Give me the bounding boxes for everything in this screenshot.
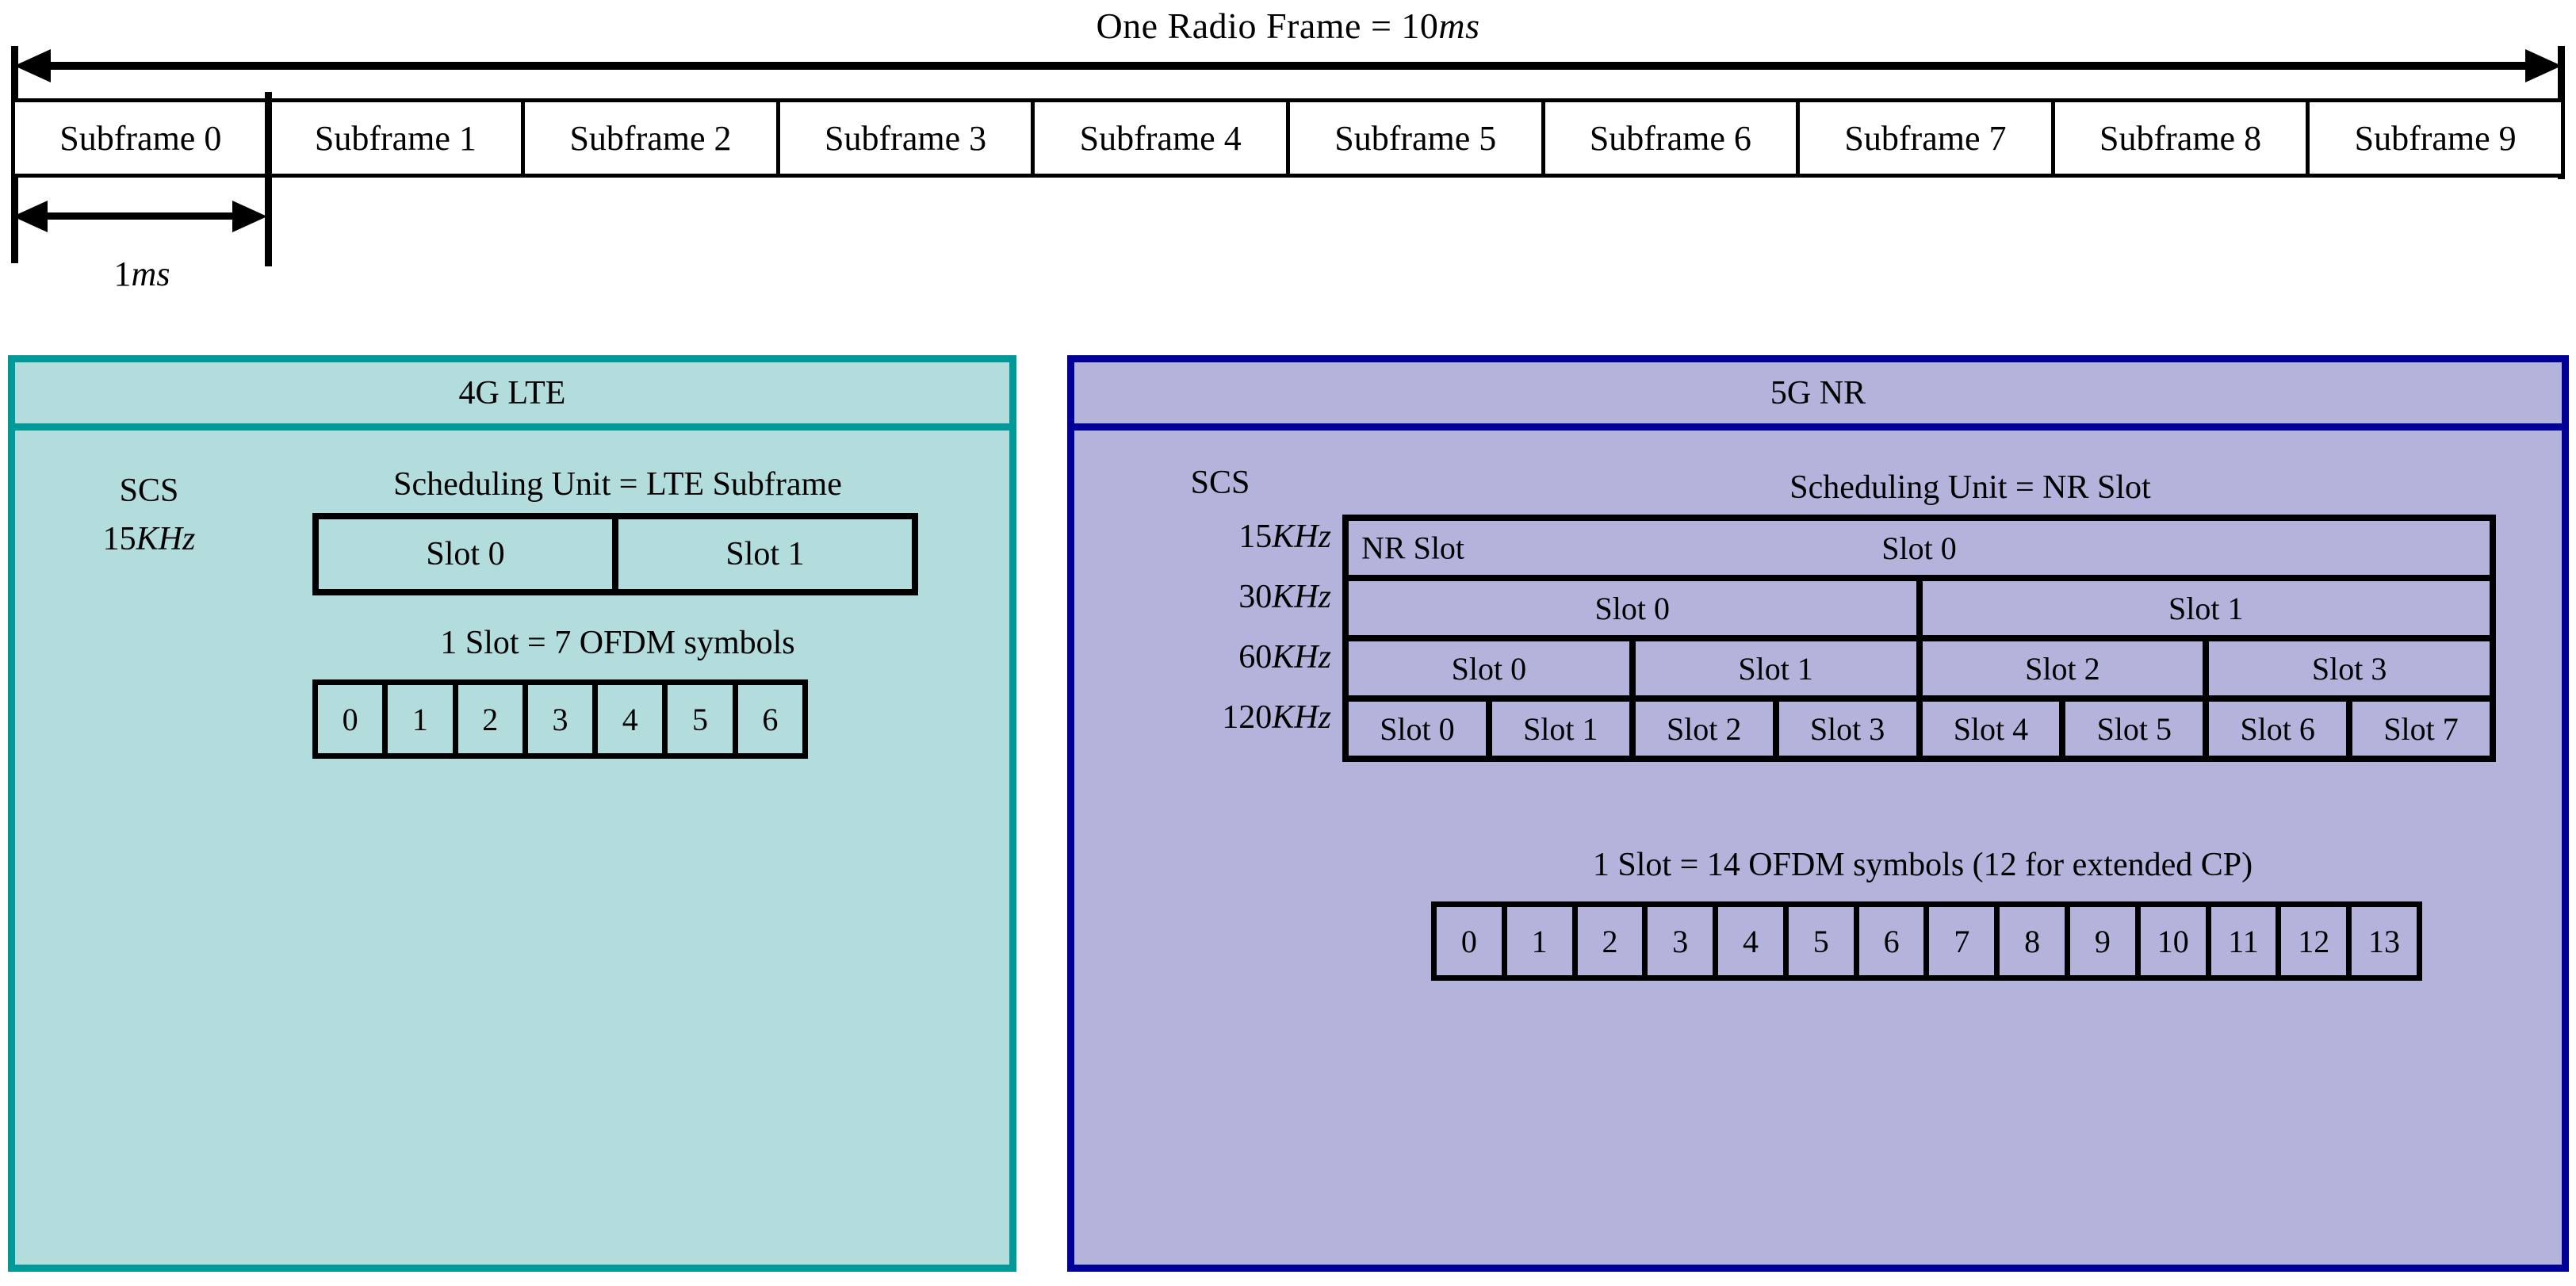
nr-slot-cell[interactable]: Slot 7 [2346, 695, 2496, 762]
nr-slot-cell[interactable]: Slot 1 [1485, 695, 1636, 762]
subframe-duration-arrow-line [24, 212, 258, 220]
subframe-duration-unit: ms [131, 255, 170, 293]
nr-grid-row-120khz: Slot 0 Slot 1 Slot 2 Slot 3 Slot 4 Slot … [1342, 695, 2496, 762]
subframe-boundary-tick [265, 92, 272, 266]
nr-symbol-cell[interactable]: 3 [1642, 901, 1719, 981]
radio-frame-title: One Radio Frame = 10ms [0, 5, 2576, 47]
nr-scs-label-120khz: 120KHz [1090, 698, 1331, 737]
subframe-cell[interactable]: Subframe 6 [1541, 98, 1801, 178]
nr-symbol-cell[interactable]: 8 [1994, 901, 2071, 981]
nr-symbol-cell[interactable]: 0 [1431, 901, 1507, 981]
nr-scs-unit: KHz [1272, 699, 1331, 736]
nr-scs-label-15khz: 15KHz [1090, 518, 1331, 556]
subframe-cell[interactable]: Subframe 5 [1285, 98, 1545, 178]
radio-frame-arrow-head-left-icon [14, 49, 51, 82]
nr-scs-value: 60 [1238, 639, 1273, 676]
nr-grid-row-15khz: NR Slot Slot 0 [1342, 515, 2496, 581]
nr-panel: 5G NR SCS 15KHz 30KHz 60KHz 120KHz Sched… [1067, 355, 2569, 1272]
nr-slot-cell[interactable]: Slot 1 [1916, 575, 2496, 641]
subframe-row: Subframe 0 Subframe 1 Subframe 2 Subfram… [11, 98, 2565, 178]
subframe-cell[interactable]: Subframe 0 [11, 98, 270, 178]
lte-scs-label: SCS 15KHz [50, 467, 248, 564]
nr-symbol-cell[interactable]: 6 [1853, 901, 1930, 981]
nr-slot-cell[interactable]: Slot 1 [1629, 635, 1923, 702]
lte-slot-cell[interactable]: Slot 0 [312, 513, 618, 595]
nr-grid-row-30khz: Slot 0 Slot 1 [1342, 575, 2496, 641]
nr-slot-cell[interactable]: Slot 2 [1629, 695, 1779, 762]
subframe-cell[interactable]: Subframe 1 [266, 98, 526, 178]
lte-symbol-cell[interactable]: 1 [382, 679, 458, 759]
nr-slot-cell-label: Slot 0 [1881, 530, 1957, 566]
nr-slot-cell[interactable]: NR Slot Slot 0 [1342, 515, 2496, 581]
lte-scs-value-row: 15KHz [50, 515, 248, 564]
nr-grid-row-60khz: Slot 0 Slot 1 Slot 2 Slot 3 [1342, 635, 2496, 702]
nr-symbol-cell[interactable]: 7 [1923, 901, 2000, 981]
subframe-duration-label: 1ms [11, 254, 273, 294]
nr-slot-cell[interactable]: Slot 0 [1342, 575, 1923, 641]
radio-frame-title-text: One Radio Frame = 10 [1096, 6, 1439, 46]
lte-symbol-cell[interactable]: 3 [522, 679, 599, 759]
lte-slot-row: Slot 0 Slot 1 [312, 513, 918, 595]
subframe-duration-arrow-head-left-icon [13, 201, 48, 232]
radio-frame-arrow-line [24, 62, 2553, 70]
nr-slot-cell[interactable]: Slot 4 [1916, 695, 2066, 762]
nr-symbol-count-label: 1 Slot = 14 OFDM symbols (12 for extende… [1592, 847, 2253, 883]
lte-symbol-cell[interactable]: 2 [452, 679, 528, 759]
lte-scs-unit: KHz [136, 520, 196, 557]
nr-symbol-cell[interactable]: 10 [2134, 901, 2211, 981]
subframe-duration-value: 1 [113, 255, 132, 293]
lte-scs-value: 15 [102, 520, 136, 557]
nr-slot-cell[interactable]: Slot 6 [2203, 695, 2353, 762]
nr-symbol-cell[interactable]: 5 [1782, 901, 1859, 981]
nr-scs-unit: KHz [1272, 639, 1331, 676]
nr-scheduling-unit-label: Scheduling Unit = NR Slot [1789, 469, 2151, 506]
nr-symbol-row: 0 1 2 3 4 5 6 7 8 9 10 11 12 13 [1431, 901, 2422, 981]
subframe-cell[interactable]: Subframe 3 [775, 98, 1035, 178]
lte-panel: 4G LTE SCS 15KHz Scheduling Unit = LTE S… [8, 355, 1016, 1272]
lte-scheduling-unit-label: Scheduling Unit = LTE Subframe [393, 466, 842, 503]
nr-scs-label-60khz: 60KHz [1090, 638, 1331, 676]
subframe-cell[interactable]: Subframe 7 [1796, 98, 2055, 178]
subframe-cell[interactable]: Subframe 8 [2050, 98, 2310, 178]
lte-scs-word: SCS [119, 473, 179, 509]
subframe-cell[interactable]: Subframe 2 [521, 98, 780, 178]
nr-slot-cell[interactable]: Slot 0 [1342, 695, 1492, 762]
nr-symbol-cell[interactable]: 9 [2065, 901, 2141, 981]
nr-slot-grid: NR Slot Slot 0 Slot 0 Slot 1 Slot 0 Slot… [1342, 515, 2496, 762]
nr-symbol-cell[interactable]: 13 [2346, 901, 2422, 981]
lte-symbol-cell[interactable]: 4 [592, 679, 668, 759]
nr-scs-value: 120 [1222, 699, 1273, 736]
lte-symbol-row: 0 1 2 3 4 5 6 [312, 679, 808, 759]
nr-slot-cell[interactable]: Slot 2 [1916, 635, 2210, 702]
nr-scs-unit: KHz [1272, 519, 1331, 555]
nr-scs-unit: KHz [1272, 579, 1331, 615]
nr-scs-word: SCS [1190, 465, 1250, 501]
nr-symbol-cell[interactable]: 2 [1571, 901, 1648, 981]
nr-scs-value: 30 [1238, 579, 1273, 615]
nr-symbol-cell[interactable]: 12 [2276, 901, 2352, 981]
lte-symbol-cell[interactable]: 0 [312, 679, 389, 759]
lte-panel-title: 4G LTE [15, 362, 1009, 431]
subframe-cell[interactable]: Subframe 4 [1031, 98, 1290, 178]
nr-panel-title: 5G NR [1074, 362, 2562, 431]
nr-symbol-cell[interactable]: 4 [1713, 901, 1789, 981]
subframe-cell[interactable]: Subframe 9 [2306, 98, 2565, 178]
nr-symbol-cell[interactable]: 11 [2205, 901, 2282, 981]
nr-symbol-cell[interactable]: 1 [1501, 901, 1578, 981]
nr-slot-tag: NR Slot [1361, 530, 1465, 566]
nr-scs-label-30khz: 30KHz [1090, 578, 1331, 616]
subframe-duration-arrow-head-right-icon [232, 201, 267, 232]
lte-slot-cell[interactable]: Slot 1 [612, 513, 918, 595]
nr-slot-cell[interactable]: Slot 3 [1772, 695, 1923, 762]
lte-symbol-cell[interactable]: 6 [732, 679, 808, 759]
nr-slot-cell[interactable]: Slot 0 [1342, 635, 1636, 702]
nr-slot-cell[interactable]: Slot 5 [2059, 695, 2210, 762]
lte-symbol-cell[interactable]: 5 [662, 679, 738, 759]
radio-frame-arrow-head-right-icon [2525, 49, 2562, 82]
radio-frame-title-unit: ms [1438, 6, 1480, 46]
nr-scs-value: 15 [1238, 519, 1273, 555]
lte-symbol-count-label: 1 Slot = 7 OFDM symbols [440, 625, 795, 661]
nr-slot-cell[interactable]: Slot 3 [2203, 635, 2496, 702]
